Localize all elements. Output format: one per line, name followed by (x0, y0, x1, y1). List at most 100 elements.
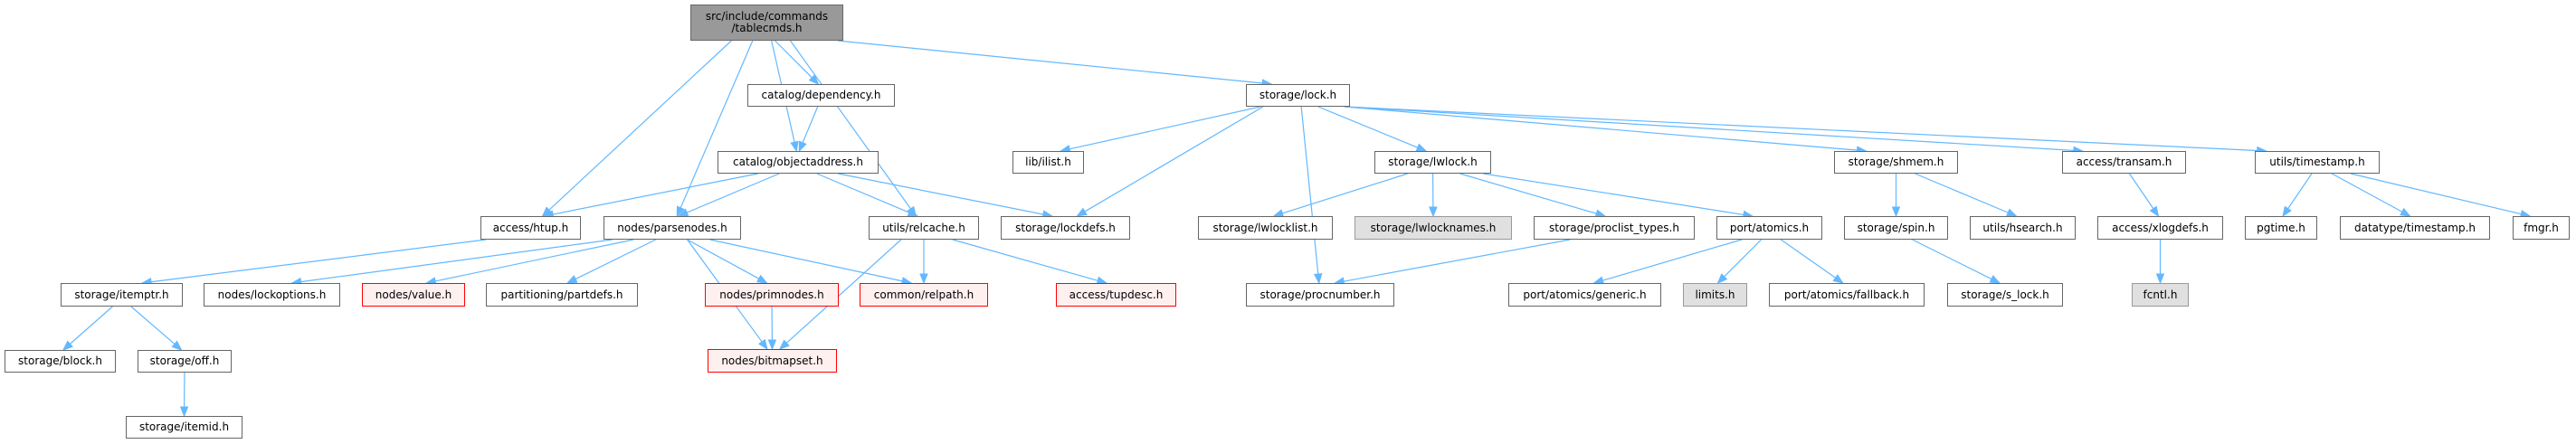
node-access-transam[interactable]: access/transam.h (2062, 151, 2186, 174)
node-storage-proclist-types[interactable]: storage/proclist_types.h (1534, 216, 1695, 240)
arrowhead-icon (1716, 273, 1728, 284)
node-storage-spin[interactable]: storage/spin.h (1844, 216, 1948, 240)
edge-catalog-objectaddress-to-storage-lockdefs (838, 173, 1044, 215)
node-storage-lwlock[interactable]: storage/lwlock.h (1374, 151, 1491, 174)
arrowhead-icon (1076, 207, 1088, 217)
node-fcntl[interactable]: fcntl.h (2132, 283, 2189, 307)
edge-root-to-utils-relcache (790, 40, 911, 210)
node-label: common/relpath.h (873, 288, 974, 301)
edge-root-to-access-htup (548, 40, 732, 211)
edge-storage-lock-to-lib-ilist (1069, 106, 1261, 150)
node-label: port/atomics/generic.h (1523, 288, 1647, 301)
node-lib-ilist[interactable]: lib/ilist.h (1012, 151, 1084, 174)
node-label: storage/shmem.h (1848, 156, 1944, 168)
node-access-htup[interactable]: access/htup.h (480, 216, 581, 240)
edge-port-atomics-to-port-atomics-fallback (1780, 239, 1836, 279)
arrowhead-icon (179, 406, 189, 418)
edge-nodes-parsenodes-to-partitioning-partdefs (575, 239, 656, 280)
node-nodes-value[interactable]: nodes/value.h (362, 283, 465, 307)
edge-catalog-objectaddress-to-nodes-parsenodes (686, 173, 780, 213)
node-nodes-bitmapset[interactable]: nodes/bitmapset.h (708, 349, 837, 373)
edge-utils-relcache-to-nodes-bitmapset (785, 239, 902, 344)
edge-storage-shmem-to-utils-hsearch (1915, 173, 2009, 213)
node-label: nodes/bitmapset.h (721, 354, 823, 367)
edge-utils-timestamp-to-datatype-timestamp (2331, 173, 2403, 213)
edge-root-to-catalog-dependency (775, 40, 813, 79)
node-storage-itemid[interactable]: storage/itemid.h (126, 416, 242, 439)
edge-storage-lock-to-storage-shmem (1344, 106, 1858, 151)
edge-storage-itemptr-to-storage-block (70, 306, 113, 345)
node-utils-timestamp[interactable]: utils/timestamp.h (2255, 151, 2380, 174)
node-label: src/include/commands /tablecmds.h (705, 10, 829, 34)
node-limits[interactable]: limits.h (1683, 283, 1747, 307)
node-storage-s-lock[interactable]: storage/s_lock.h (1947, 283, 2063, 307)
node-label: storage/lwlocklist.h (1212, 221, 1318, 234)
node-label: lib/ilist.h (1025, 156, 1071, 168)
node-label: storage/itemid.h (138, 420, 230, 433)
node-nodes-lockoptions[interactable]: nodes/lockoptions.h (204, 283, 340, 307)
node-label: catalog/dependency.h (761, 89, 881, 101)
edge-nodes-parsenodes-to-nodes-primnodes (687, 239, 760, 279)
node-storage-off[interactable]: storage/off.h (138, 350, 232, 373)
arrowhead-icon (62, 340, 73, 351)
node-label: partitioning/partdefs.h (500, 288, 623, 301)
node-label: datatype/timestamp.h (2353, 221, 2476, 234)
node-nodes-primnodes[interactable]: nodes/primnodes.h (705, 283, 839, 307)
node-common-relpath[interactable]: common/relpath.h (860, 283, 988, 307)
node-catalog-objectaddress[interactable]: catalog/objectaddress.h (718, 151, 879, 174)
node-storage-lwlocknames[interactable]: storage/lwlocknames.h (1355, 216, 1512, 240)
edge-utils-timestamp-to-pgtime (2287, 173, 2313, 210)
node-access-tupdesc[interactable]: access/tupdesc.h (1056, 283, 1176, 307)
node-port-atomics-generic[interactable]: port/atomics/generic.h (1508, 283, 1661, 307)
node-fmgr[interactable]: fmgr.h (2513, 216, 2570, 240)
node-label: utils/timestamp.h (2269, 156, 2365, 168)
arrowhead-icon (1415, 143, 1428, 152)
node-storage-block[interactable]: storage/block.h (5, 350, 116, 373)
node-port-atomics-fallback[interactable]: port/atomics/fallback.h (1769, 283, 1925, 307)
node-storage-procnumber[interactable]: storage/procnumber.h (1246, 283, 1394, 307)
edge-root-to-storage-lock (837, 40, 1263, 84)
node-label: utils/relcache.h (882, 221, 965, 234)
node-label: storage/procnumber.h (1259, 288, 1381, 301)
node-label: access/htup.h (492, 221, 569, 234)
arrowhead-icon (676, 205, 685, 218)
node-label: fcntl.h (2143, 288, 2178, 301)
arrowhead-icon (171, 340, 183, 351)
edge-storage-lwlock-to-storage-lwlocklist (1282, 173, 1408, 214)
node-storage-lwlocklist[interactable]: storage/lwlocklist.h (1198, 216, 1333, 240)
node-label: access/xlogdefs.h (2112, 221, 2209, 234)
node-nodes-parsenodes[interactable]: nodes/parsenodes.h (604, 216, 741, 240)
node-catalog-dependency[interactable]: catalog/dependency.h (747, 84, 895, 107)
edge-nodes-parsenodes-to-nodes-value (434, 239, 634, 282)
edge-storage-lock-to-storage-procnumber (1300, 106, 1319, 275)
node-port-atomics[interactable]: port/atomics.h (1716, 216, 1822, 240)
edge-storage-lock-to-storage-lockdefs (1084, 106, 1264, 213)
edge-root-to-nodes-parsenodes (680, 40, 754, 209)
node-datatype-timestamp[interactable]: datatype/timestamp.h (2340, 216, 2490, 240)
node-pgtime[interactable]: pgtime.h (2245, 216, 2317, 240)
arrowhead-icon (1429, 206, 1438, 218)
arrowhead-icon (757, 338, 768, 351)
arrowhead-icon (2149, 205, 2160, 218)
node-label: nodes/primnodes.h (719, 288, 824, 301)
arrowhead-icon (2400, 207, 2411, 217)
node-label: port/atomics/fallback.h (1783, 288, 1910, 301)
node-label: pgtime.h (2257, 221, 2305, 234)
node-utils-hsearch[interactable]: utils/hsearch.h (1970, 216, 2076, 240)
node-storage-itemptr[interactable]: storage/itemptr.h (61, 283, 183, 307)
edge-utils-relcache-to-access-tupdesc (952, 239, 1098, 281)
node-storage-lock[interactable]: storage/lock.h (1246, 84, 1350, 107)
arrowhead-icon (907, 208, 919, 217)
node-storage-shmem[interactable]: storage/shmem.h (1834, 151, 1958, 174)
node-label: fmgr.h (2524, 221, 2559, 234)
node-label: storage/lock.h (1259, 89, 1337, 101)
arrowhead-icon (2155, 273, 2165, 285)
node-storage-lockdefs[interactable]: storage/lockdefs.h (1001, 216, 1130, 240)
node-label: utils/hsearch.h (1982, 221, 2063, 234)
arrowhead-icon (790, 140, 799, 153)
node-utils-relcache[interactable]: utils/relcache.h (869, 216, 979, 240)
node-partitioning-partdefs[interactable]: partitioning/partdefs.h (486, 283, 638, 307)
node-access-xlogdefs[interactable]: access/xlogdefs.h (2097, 216, 2223, 240)
arrowhead-icon (767, 339, 777, 351)
node-label: limits.h (1695, 288, 1735, 301)
